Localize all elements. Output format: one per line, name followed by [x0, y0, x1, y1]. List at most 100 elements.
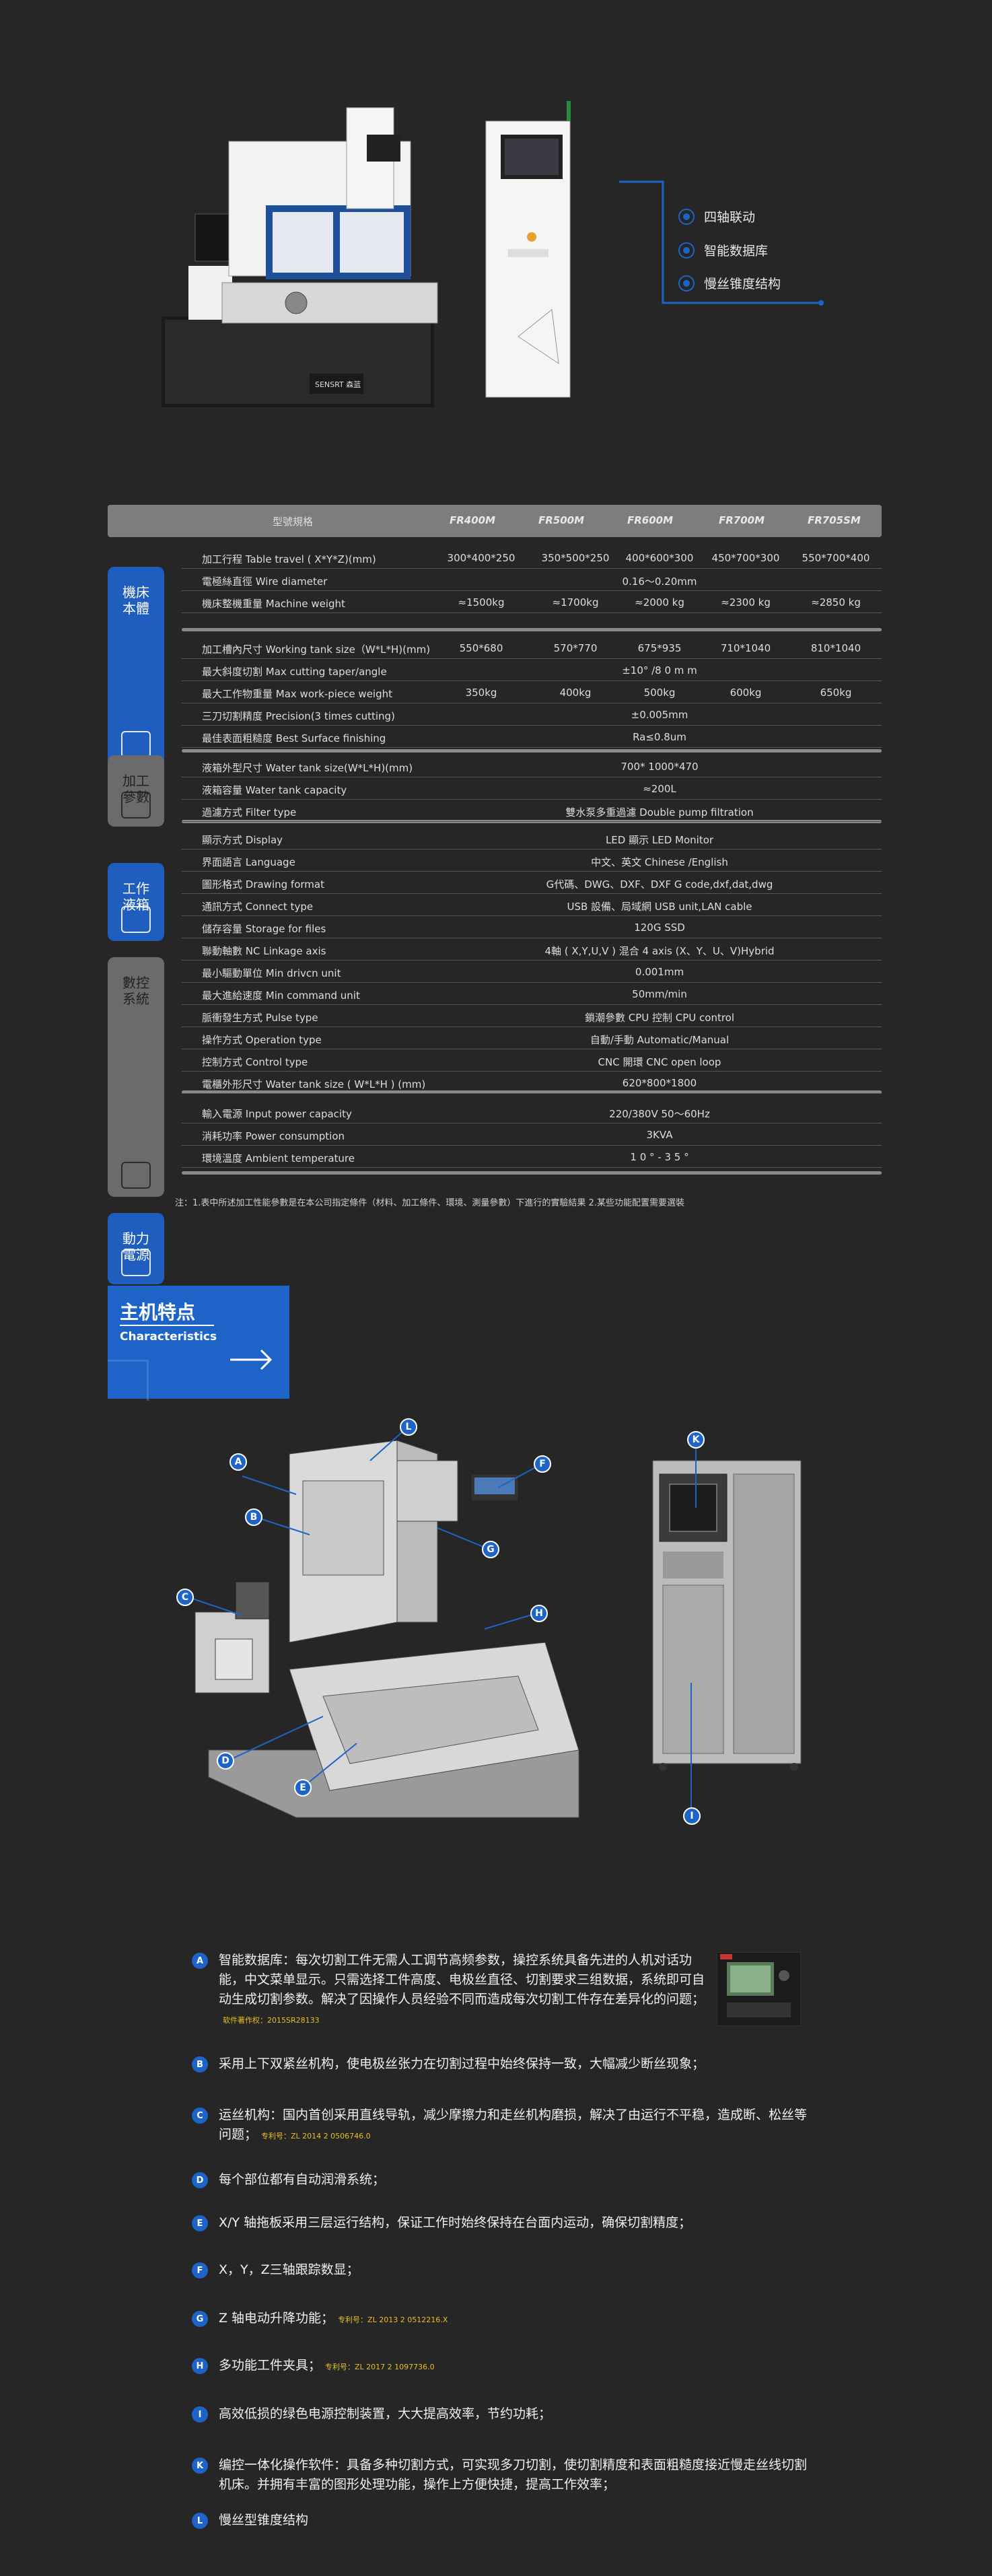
- spec-row-label: 過濾方式 Filter type: [202, 806, 297, 819]
- spec-cell: 400kg: [559, 687, 592, 699]
- spec-row-label: 控制方式 Control type: [202, 1056, 308, 1068]
- spec-cell: 650kg: [820, 687, 852, 699]
- spec-group-label: 加工 參數: [108, 755, 164, 827]
- callout-e: E: [294, 1779, 312, 1797]
- item-text: 多功能工件夹具；: [219, 2358, 322, 2373]
- spec-cell: 550*680: [459, 642, 503, 654]
- spec-row-label: 液箱容量 Water tank capacity: [202, 784, 347, 796]
- spec-note: 注：1.表中所述加工性能參數是在本公司指定條件（材料、加工條件、環境、測量參數）…: [175, 1198, 684, 1208]
- spec-cell-span: 3KVA: [646, 1129, 673, 1141]
- item-letter-badge: L: [192, 2513, 208, 2529]
- spec-row: 電櫃外形尺寸 Water tank size ( W*L*H ) (mm)620…: [182, 1072, 882, 1094]
- spec-cell: 300*400*250: [447, 552, 516, 564]
- characteristic-item: K 编控一体化操作软件：具备多种切割方式，可实现多刀切割，使切割精度和表面粗糙度接…: [192, 2456, 811, 2495]
- spec-cell-span: 1 0 ° - 3 5 °: [630, 1151, 689, 1163]
- spec-separator: [182, 1171, 882, 1175]
- spec-row-label: 電櫃外形尺寸 Water tank size ( W*L*H ) (mm): [202, 1078, 426, 1090]
- spec-row-label: 液箱外型尺寸 Water tank size(W*L*H)(mm): [202, 762, 413, 774]
- spec-separator: [182, 628, 882, 631]
- patent-number: 专利号：ZL 2013 2 0512216.X: [338, 2316, 448, 2324]
- bullet-icon: [678, 208, 695, 225]
- spec-separator: [182, 749, 882, 753]
- spec-cell: ≈2000 kg: [635, 596, 684, 608]
- callout-l: L: [400, 1418, 417, 1436]
- feature-item: 四轴联动: [678, 207, 755, 225]
- spec-row-label: 輸入電源 Input power capacity: [202, 1108, 352, 1120]
- arrow-right-icon: [230, 1349, 273, 1370]
- spec-row-label: 顯示方式 Display: [202, 834, 283, 846]
- hero-section: SENSRT 森蓝 四轴联动 智能数据库 慢丝锥度结构: [0, 0, 992, 471]
- spec-row-label: 三刀切割精度 Precision(3 times cutting): [202, 710, 395, 722]
- spec-cell: 450*700*300: [711, 552, 780, 564]
- callout-a: A: [229, 1453, 247, 1471]
- spec-cell-span: ≈200L: [643, 783, 676, 795]
- spec-cell-span: 自動/手動 Automatic/Manual: [590, 1034, 730, 1046]
- item-letter-badge: K: [192, 2458, 208, 2474]
- spec-row-label: 加工槽內尺寸 Working tank size（W*L*H)(mm): [202, 643, 431, 656]
- item-text: X，Y，Z三轴跟踪数显；: [219, 2262, 359, 2277]
- spec-row: 輸入電源 Input power capacity 220/380V 50～60H…: [182, 1101, 882, 1123]
- spec-cell: 570*770: [553, 642, 598, 654]
- spec-cell-span: ±0.005mm: [631, 709, 688, 721]
- spec-row-label: 最大進給速度 Min command unit: [202, 989, 360, 1002]
- spec-cell-span: ±10° /8 0 m m: [622, 664, 697, 676]
- spec-header: 型號規格 FR400M FR500M FR600M FR700M FR705SM: [108, 505, 882, 537]
- callout-c: C: [176, 1589, 194, 1606]
- spec-cell-span: 220/380V 50～60Hz: [609, 1108, 710, 1120]
- item-text: X/Y 轴拖板采用三层运行结构，保证工作时始终保持在台面内运动，确保切割精度；: [219, 2215, 692, 2230]
- spec-cell: 550*700*400: [802, 552, 870, 564]
- spec-row-label: 聯動軸數 NC Linkage axis: [202, 945, 326, 957]
- group-icon: [121, 1249, 151, 1276]
- spec-row-label: 最大工作物重量 Max work-piece weight: [202, 688, 392, 700]
- spec-group-label: 工作 液箱: [108, 863, 164, 941]
- item-text: 采用上下双紧丝机构，使电极丝张力在切割过程中始终保持一致，大幅减少断丝现象；: [219, 2056, 705, 2071]
- group-icon: [121, 906, 151, 933]
- item-letter-badge: F: [192, 2262, 208, 2278]
- emergency-stop-icon: [527, 232, 536, 242]
- group-icon: [121, 792, 151, 819]
- spec-cell: 675*935: [637, 642, 682, 654]
- spec-cell: 500kg: [643, 687, 676, 699]
- spec-row: 液箱外型尺寸 Water tank size(W*L*H)(mm) 700* 10…: [182, 755, 882, 777]
- spec-cell-span: 鎖潮參數 CPU 控制 CPU control: [584, 1012, 735, 1024]
- item-letter-badge: I: [192, 2406, 208, 2423]
- spec-row-label: 機床整機重量 Machine weight: [202, 598, 345, 610]
- spec-cell-span: Ra≤0.8um: [633, 731, 686, 743]
- spec-row-label: 通訊方式 Connect type: [202, 901, 314, 913]
- spec-cell: 350*500*250: [541, 552, 610, 564]
- spec-cell-span: 50mm/min: [632, 988, 687, 1000]
- spec-row-label: 界面語言 Language: [202, 856, 295, 868]
- hero-illustration: SENSRT 森蓝: [162, 101, 824, 407]
- item-letter-badge: B: [192, 2056, 208, 2073]
- spec-row-label: 加工行程 Table travel ( X*Y*Z)(mm): [202, 553, 376, 565]
- callout-d: D: [217, 1752, 234, 1770]
- spec-cell-span: 700* 1000*470: [621, 761, 699, 773]
- item-text: 智能数据库：每次切割工件无需人工调节高频参数，操控系统具备先进的人机对话功能，中…: [219, 1953, 705, 2007]
- spec-row: 最大斜度切割 Max cutting taper/angle±10° /8 0 …: [182, 659, 882, 681]
- spec-cell: 600kg: [730, 687, 762, 699]
- spec-row: 機床整機重量 Machine weight≈1500kg≈1700kg≈2000…: [182, 591, 882, 613]
- item-text: Z 轴电动升降功能；: [219, 2311, 334, 2326]
- patent-number: 专利号：ZL 2014 2 0506746.0: [261, 2132, 371, 2140]
- bullet-icon: [678, 275, 695, 291]
- spec-cell-span: 0.16～0.20mm: [622, 576, 697, 588]
- item-text: 编控一体化操作软件：具备多种切割方式，可实现多刀切割，使切割精度和表面粗糙度接近…: [219, 2458, 808, 2492]
- spec-row: 加工行程 Table travel ( X*Y*Z)(mm) 300*400*25…: [182, 547, 882, 569]
- callout-g: G: [482, 1541, 499, 1558]
- brand-logo: SENSRT 森蓝: [315, 380, 361, 389]
- machine-diagram: [188, 1426, 802, 1818]
- feature-item: 智能数据库: [678, 241, 768, 259]
